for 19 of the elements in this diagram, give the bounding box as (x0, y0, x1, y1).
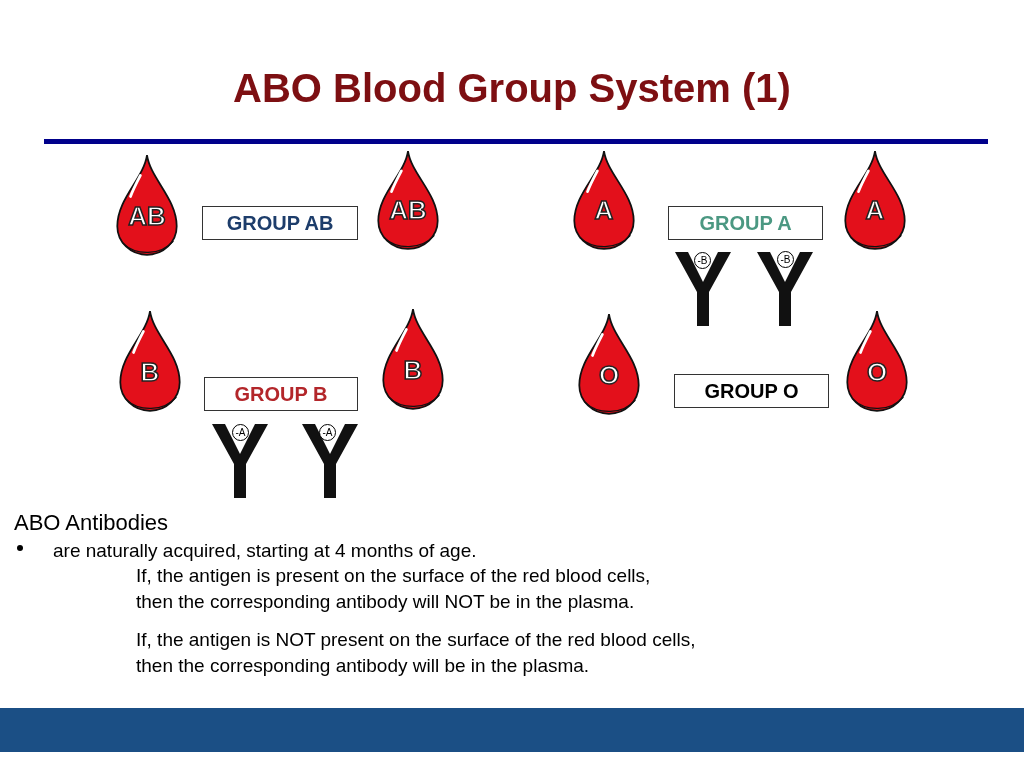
blood-drop: O (844, 308, 910, 414)
blood-drop: B (380, 306, 446, 412)
explanation-text: then the corresponding antibody will be in the plasma. (136, 654, 590, 678)
blood-drop: A (842, 148, 908, 252)
title: ABO Blood Group System (1) (232, 65, 792, 112)
group-box: GROUP A (668, 206, 823, 240)
explanation-text: then the corresponding antibody will NOT be in the plasma. (136, 590, 635, 614)
blood-drop: A (571, 148, 637, 252)
group-box: GROUP O (674, 374, 829, 408)
section-heading: ABO Antibodies (14, 509, 169, 537)
group-box: GROUP AB (202, 206, 358, 240)
bullet-text: are naturally acquired, starting at 4 months of age. (53, 539, 477, 563)
blood-drop: O (576, 311, 642, 417)
blood-drop: AB (114, 152, 180, 258)
blood-drop: B (117, 308, 183, 414)
explanation-text: If, the antigen is present on the surface of the red blood cells, (136, 564, 651, 588)
blood-drop: AB (375, 148, 441, 252)
group-box: GROUP B (204, 377, 358, 411)
explanation-text: If, the antigen is NOT present on the surface of the red blood cells, (136, 628, 696, 652)
